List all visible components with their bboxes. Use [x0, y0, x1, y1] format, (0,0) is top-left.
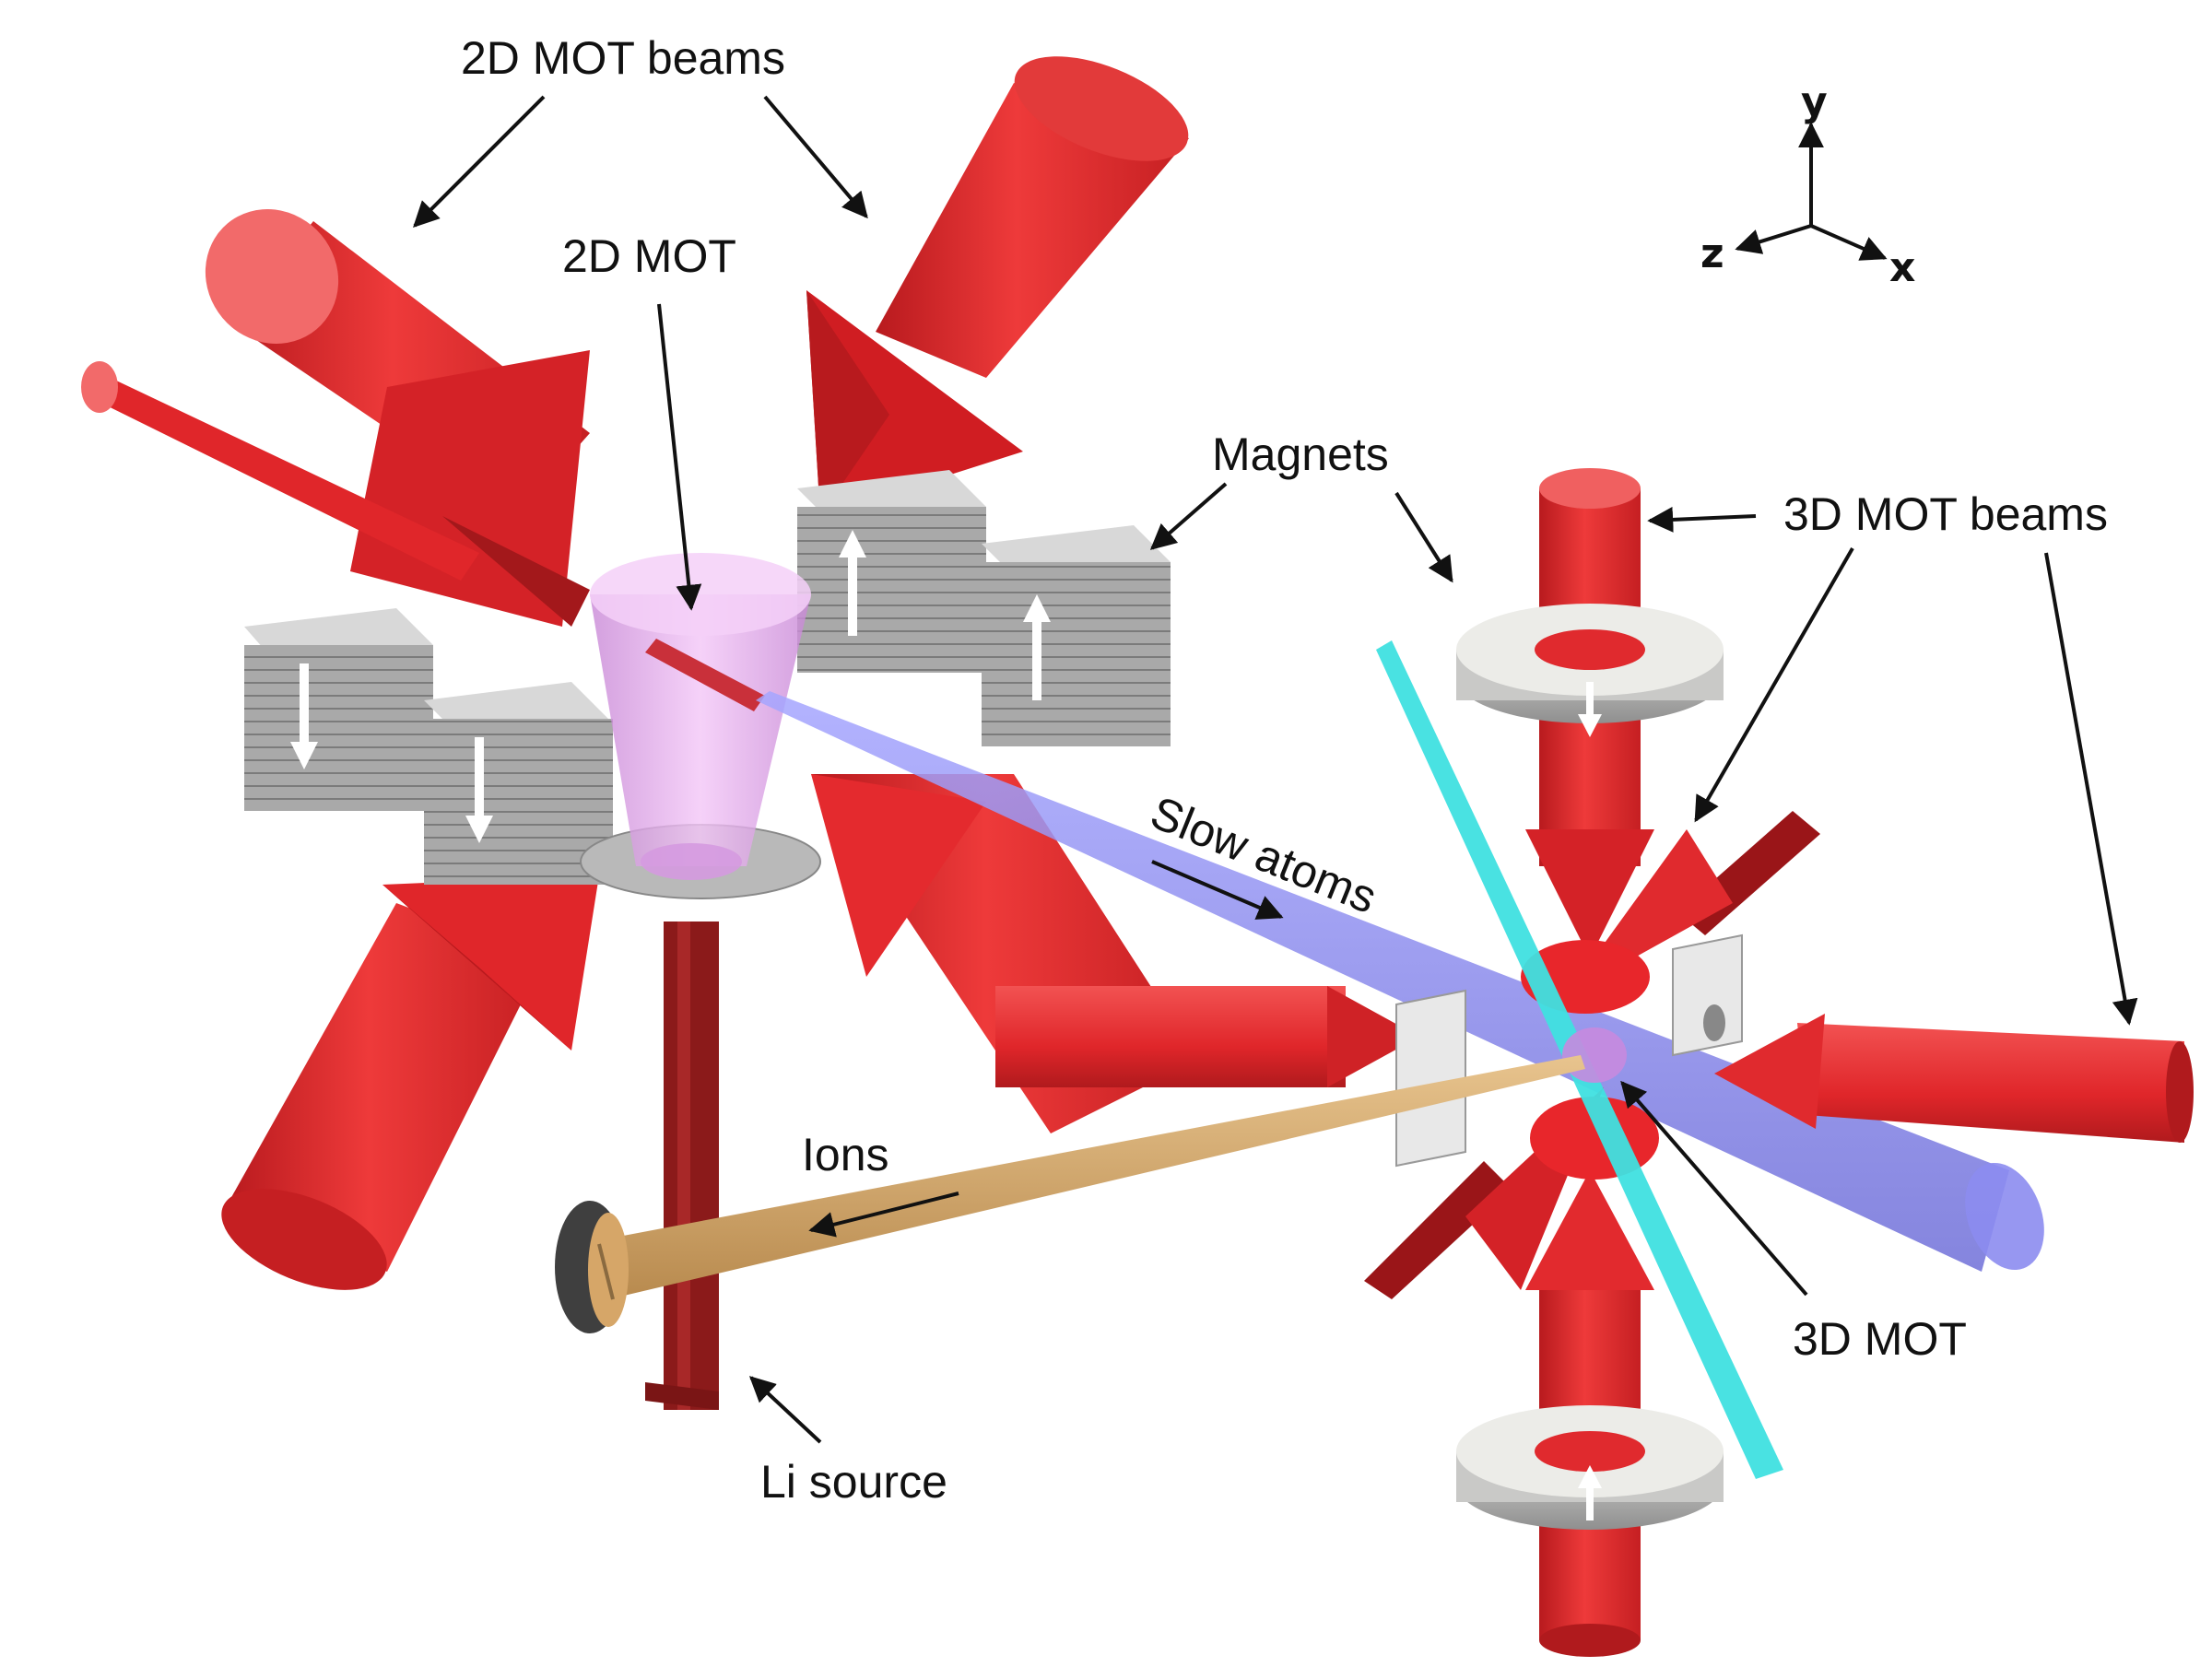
arrow-3d-beams-right	[2044, 552, 2138, 1026]
mot2d-beam-upper-left	[205, 209, 590, 627]
label-ions: Ions	[802, 1129, 889, 1180]
label-2d-mot: 2D MOT	[562, 230, 736, 282]
mot2d-beam-upper-right	[806, 56, 1189, 516]
label-3d-mot: 3D MOT	[1793, 1313, 1967, 1365]
magnet-block-2	[424, 682, 613, 885]
label-magnets: Magnets	[1212, 428, 1389, 480]
arrow-3d-mot	[1620, 1080, 1808, 1297]
magnet-block-4	[982, 525, 1171, 746]
li-source-tube	[645, 922, 719, 1410]
label-3d-mot-beams: 3D MOT beams	[1783, 488, 2108, 540]
arrow-magnets-left	[1149, 482, 1228, 550]
arrow-slow-atoms	[1151, 860, 1284, 920]
magnet-block-3	[797, 470, 986, 673]
arrow-li-source	[748, 1376, 822, 1444]
plate-hole	[1703, 1004, 1725, 1041]
magnet-ring-top	[1456, 604, 1724, 737]
mot3d-beam-diag-lower	[1364, 1161, 1512, 1299]
arrow-2d-beams-left	[413, 95, 546, 228]
arrow-3d-beams-mid	[1694, 547, 1854, 823]
mot3d-cloud	[1562, 1027, 1627, 1083]
mot2d-beam-thin-upper-left	[81, 361, 479, 581]
arrow-3d-beams-top	[1647, 506, 1757, 533]
mot2d-rod	[645, 639, 765, 711]
arrow-2d-mot	[657, 303, 702, 611]
mot2d-beam-lower-left	[221, 875, 599, 1290]
electrode-plate-left	[1395, 989, 1466, 1168]
ion-beam	[555, 1055, 1585, 1333]
magnet-block-1	[244, 608, 433, 811]
slow-atoms-beam	[756, 691, 2044, 1272]
mot2d-cone	[590, 553, 811, 880]
magnet-ring-bottom	[1456, 1405, 1724, 1530]
axis-label-x: x	[1889, 244, 1915, 291]
axis-label-y: y	[1801, 78, 1828, 125]
label-li-source: Li source	[760, 1456, 947, 1508]
arrow-magnets-right	[1394, 491, 1453, 583]
axis-label-z: z	[1700, 230, 1724, 277]
mot3d-beam-right	[1714, 1014, 2194, 1143]
mot3d-beam-left	[995, 986, 1419, 1087]
arrow-2d-beams-right	[763, 95, 868, 219]
axes-icon	[1735, 122, 1888, 261]
label-2d-mot-beams: 2D MOT beams	[461, 32, 785, 84]
arrow-ions	[808, 1192, 959, 1238]
